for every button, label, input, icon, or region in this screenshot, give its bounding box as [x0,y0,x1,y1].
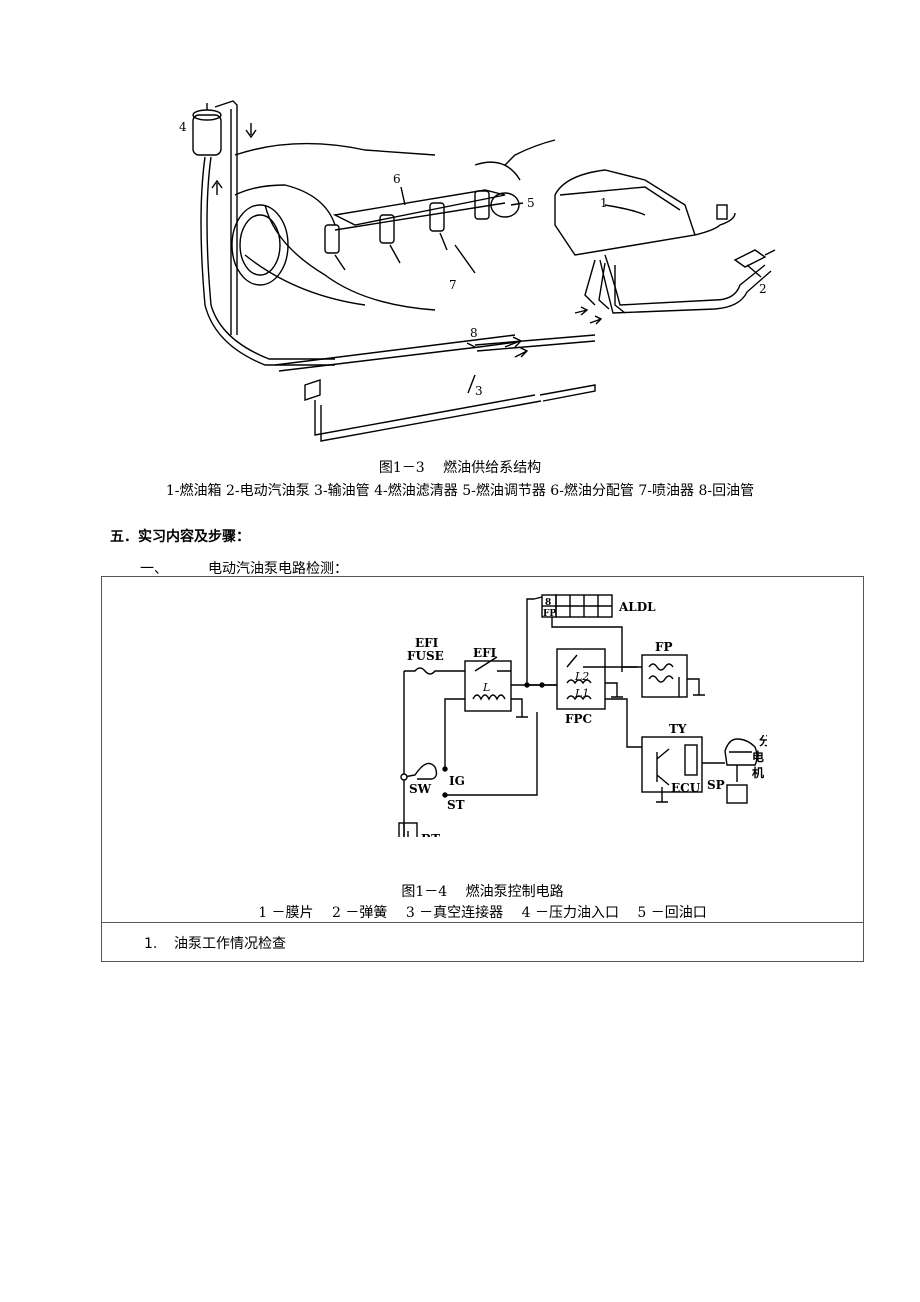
efi-relay-label: EFI [473,646,497,660]
label-5: 5 [527,196,535,210]
distributor-label-1: 分 [759,733,767,748]
fuel-supply-system-figure: 4 6 5 7 2 8 3 1 [179,100,776,442]
list-item-text: 油泵工作情况检查 [174,936,286,952]
bt-label: BT [421,832,440,837]
label-3: 3 [475,384,483,398]
label-4: 4 [179,120,187,134]
figure-1-legend: 1-燃油箱 2-电动汽油泵 3-输油管 4-燃油滤清器 5-燃油调节器 6-燃油… [165,483,755,499]
aldl-label: ALDL [618,600,656,614]
subsection-title: 电动汽油泵电路检测： [208,561,348,577]
label-2: 2 [759,282,767,296]
fuel-pump-circuit-figure: 8 FP ALDL EFI FUSE EFI L L2 L1 FPC FP TY… [398,594,767,837]
list-item: 1. 油泵工作情况检查 [144,933,286,953]
label-8: 8 [470,326,478,340]
pin-fp-label: FP [543,609,556,619]
pin-8-label: 8 [545,598,551,608]
fpc-label: FPC [565,712,592,726]
label-1: 1 [600,196,608,210]
sw-label: SW [409,782,432,796]
sp-label: SP [707,778,725,792]
distributor-label-2: 电 [752,749,764,764]
label-7: 7 [449,278,457,292]
efi-fuse-label-2: FUSE [407,649,444,663]
efi-fuse-label-1: EFI [415,636,439,650]
section-heading: 五．实习内容及步骤： [110,529,250,545]
subsection-heading: 一、 电动汽油泵电路检测： [140,558,348,578]
subsection-number: 一、 [140,561,168,577]
content-table: 8 FP ALDL EFI FUSE EFI L L2 L1 FPC FP TY… [101,576,864,962]
ig-label: IG [449,774,465,788]
table-row-divider [102,922,863,923]
label-6: 6 [393,172,401,186]
figure-1-caption: 图1－3 燃油供给系结构 [378,460,542,476]
figure-2-caption: 图1－4 燃油泵控制电路 [401,884,564,900]
distributor-label-3: 机 [752,765,764,780]
figure-2-legend: 1 －膜片 2 －弹簧 3 －真空连接器 4 －压力油入口 5 －回油口 [258,905,707,921]
ty-label: TY [669,722,687,736]
fp-motor-label: FP [655,640,673,654]
ecu-label: ECU [671,781,701,795]
coil-l2-label: L2 [574,670,589,683]
coil-l1-label: L1 [574,687,589,700]
list-item-number: 1. [144,936,158,952]
st-label: ST [447,798,465,812]
relay-coil-l-label: L [482,681,490,694]
